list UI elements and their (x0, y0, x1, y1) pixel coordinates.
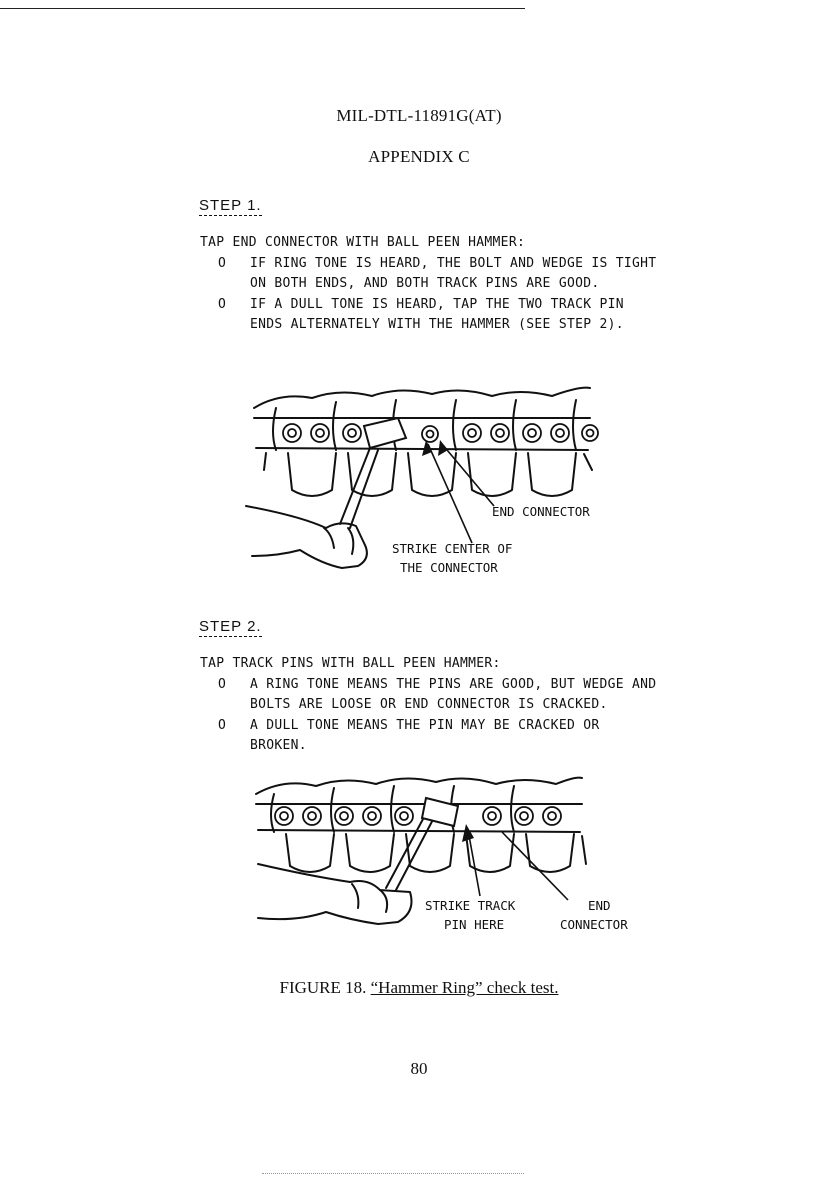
hammer-head (420, 796, 460, 828)
track-top-band (253, 386, 591, 409)
label-end-line2: CONNECTOR (560, 917, 628, 932)
top-rule (0, 8, 525, 9)
step2-heading: STEP 2. (199, 618, 262, 637)
strike-pointer-line (467, 829, 481, 897)
document-id: MIL-DTL-11891G(AT) (336, 106, 502, 125)
figure-number: FIGURE 18. (279, 978, 367, 997)
connector-arrow-head (438, 440, 448, 456)
bullet-text: IF A DULL TONE IS HEARD, TAP THE TWO TRA… (250, 296, 624, 333)
bullet-text: A DULL TONE MEANS THE PIN MAY BE CRACKED… (250, 717, 600, 754)
label-end-connector: END CONNECTOR (492, 504, 590, 519)
figure-title: “Hammer Ring” check test. (370, 978, 559, 997)
track-rail-bottom (257, 829, 581, 833)
bullet-marker: O (218, 717, 227, 733)
bullet-text: IF RING TONE IS HEARD, THE BOLT AND WEDG… (250, 255, 657, 292)
page-number: 80 (410, 1059, 428, 1078)
step2-intro: TAP TRACK PINS WITH BALL PEEN HAMMER: (200, 656, 501, 671)
step2-figure: STRIKE TRACK PIN HERE END CONNECTOR (255, 776, 628, 932)
step1-instructions: TAP END CONNECTOR WITH BALL PEEN HAMMER:… (200, 233, 660, 336)
bullet-marker: O (218, 296, 227, 312)
list-item: O A RING TONE MEANS THE PINS ARE GOOD, B… (218, 675, 660, 716)
step1-heading: STEP 1. (199, 197, 262, 216)
step1-intro: TAP END CONNECTOR WITH BALL PEEN HAMMER: (200, 235, 526, 250)
strike-arrow-head (462, 824, 474, 842)
track-rail-bottom (255, 447, 589, 451)
label-strike-track-line2: PIN HERE (444, 917, 504, 932)
label-strike-track-line1: STRIKE TRACK (425, 898, 516, 913)
bottom-scan-artifact (262, 1173, 524, 1174)
track-top-band (255, 776, 583, 795)
pin-bosses (274, 806, 562, 826)
appendix-title: APPENDIX C (368, 147, 470, 166)
bullet-marker: O (218, 255, 227, 271)
strike-arrow-head (422, 440, 432, 456)
label-strike-center-line1: STRIKE CENTER OF (392, 541, 512, 556)
strike-pointer-line (427, 443, 473, 544)
hammer-head (362, 416, 408, 450)
end-connector-pointer-line (501, 831, 569, 901)
bullet-text: A RING TONE MEANS THE PINS ARE GOOD, BUT… (250, 676, 657, 713)
pin-bosses (282, 423, 599, 443)
bullet-marker: O (218, 676, 227, 692)
step2-instructions: TAP TRACK PINS WITH BALL PEEN HAMMER: O … (200, 654, 660, 757)
figure-caption: FIGURE 18. “Hammer Ring” check test. (0, 978, 838, 998)
label-strike-center-line2: THE CONNECTOR (400, 560, 498, 575)
step1-figure: END CONNECTOR STRIKE CENTER OF THE CONNE… (245, 386, 599, 575)
label-end-line1: END (588, 898, 611, 913)
list-item: O A DULL TONE MEANS THE PIN MAY BE CRACK… (218, 716, 660, 757)
list-item: O IF A DULL TONE IS HEARD, TAP THE TWO T… (218, 295, 660, 336)
end-connector-pointer-line (441, 443, 495, 507)
list-item: O IF RING TONE IS HEARD, THE BOLT AND WE… (218, 254, 660, 295)
